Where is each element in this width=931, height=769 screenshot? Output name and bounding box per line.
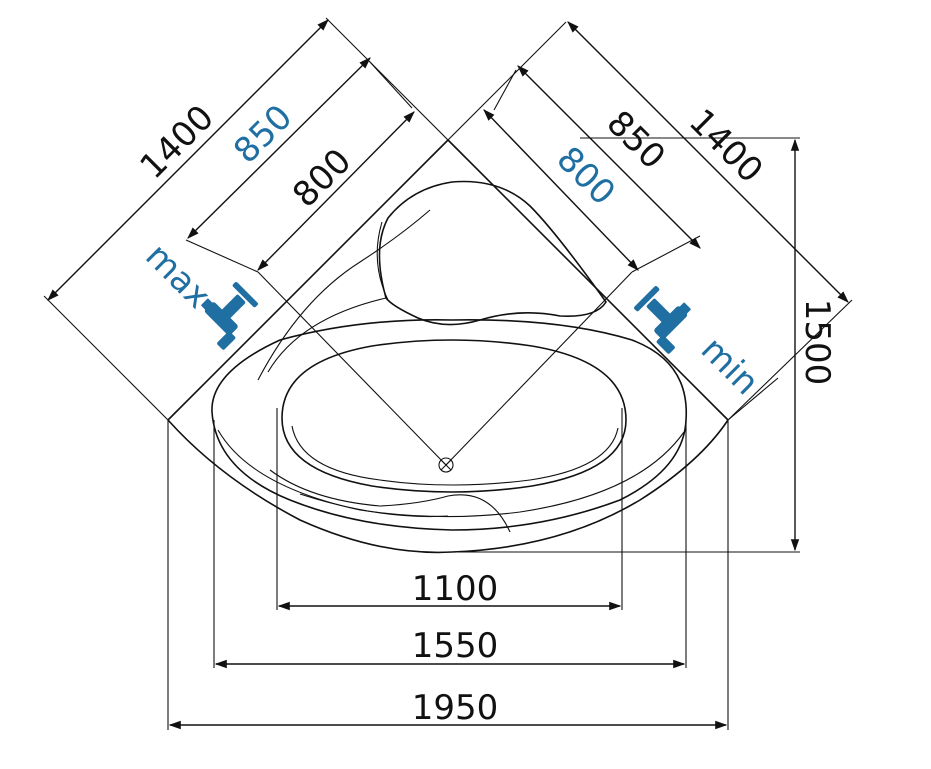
tub-basin (281, 339, 627, 493)
dim-1500-label: 1500 (797, 299, 837, 386)
rim-extension-right (727, 377, 779, 421)
tub-seat-curve (299, 493, 449, 518)
dim-right-850: 850 (517, 65, 701, 249)
dim-1100-label: 1100 (412, 569, 499, 609)
dim-1950: 1950 (168, 688, 728, 730)
tub-sweep-left (257, 209, 431, 381)
dim-1550: 1550 (214, 626, 686, 669)
dim-right-800-label: 800 (549, 139, 623, 213)
dim-right-850-label: 850 (599, 103, 673, 177)
tub-basin-inner (291, 425, 619, 486)
dim-left-850-label: 850 (226, 97, 300, 171)
dim-1550-label: 1550 (412, 626, 499, 666)
tub-seat-front (269, 469, 511, 533)
faucet-icon-left (201, 282, 258, 350)
dim-left-1400-label: 1400 (132, 97, 221, 186)
center-line-left (257, 271, 447, 466)
dim-1500: 1500 (790, 138, 837, 552)
tap-left: max (137, 236, 258, 350)
tub-sweep-left-2 (267, 297, 387, 373)
tub-headrest (378, 180, 607, 326)
dim-left-850: 850 (187, 57, 371, 239)
faucet-icon-right (634, 286, 691, 354)
dim-left-800-label: 800 (285, 141, 359, 215)
tap-right-label: min (693, 329, 767, 403)
drain-circle (438, 457, 454, 473)
center-line-right (445, 271, 633, 466)
dim-1100: 1100 (277, 569, 622, 611)
tub-outline (167, 139, 779, 554)
dim-1950-label: 1950 (412, 688, 499, 728)
dim-right-1400-label: 1400 (681, 101, 770, 190)
dim-right-1400: 1400 (567, 21, 849, 303)
